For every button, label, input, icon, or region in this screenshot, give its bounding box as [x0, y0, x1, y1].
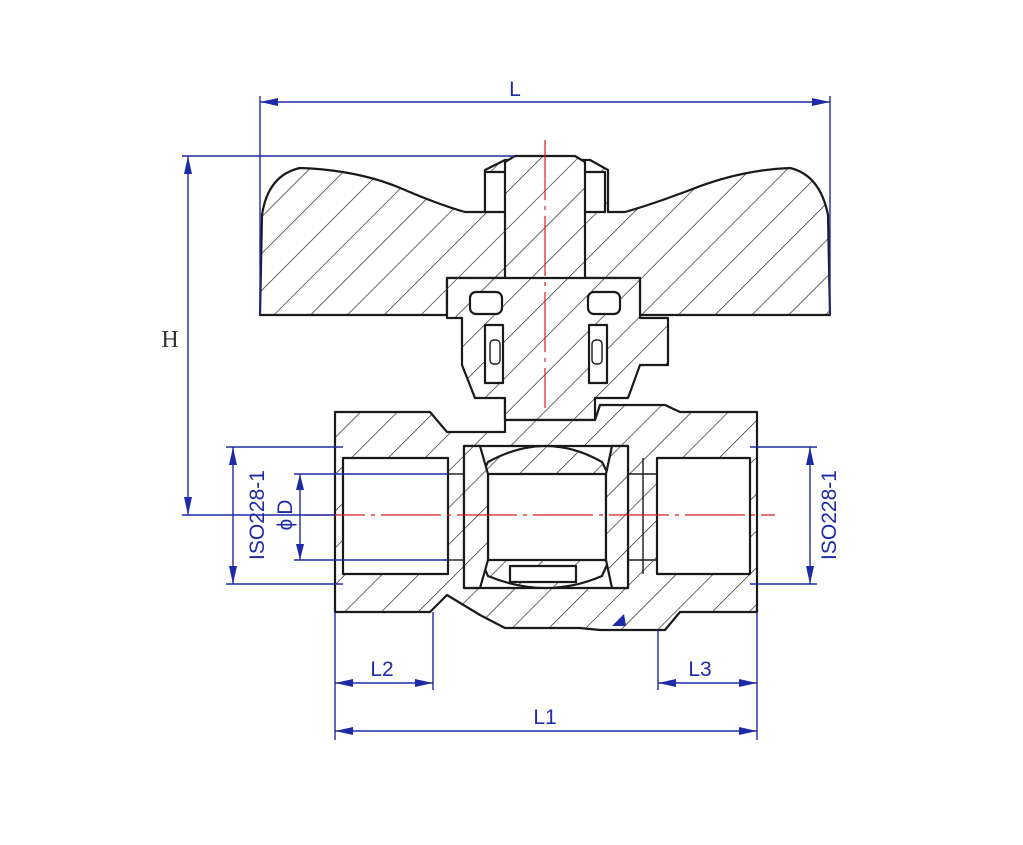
bonnet — [445, 276, 670, 422]
dimension-label-H: H — [161, 327, 178, 353]
dimension-L1: L1 — [335, 706, 757, 735]
dimension-L2: L2 — [334, 612, 434, 740]
diameter-symbol: ϕ — [274, 519, 297, 531]
dimension-thread-left: ISO228-1 — [226, 446, 343, 585]
centerlines — [305, 140, 775, 516]
valve-body — [333, 403, 759, 632]
thread-label-right: ISO228-1 — [818, 470, 841, 560]
dimension-thread-right: ISO228-1 — [750, 446, 841, 585]
thread-label-left: ISO228-1 — [246, 470, 269, 560]
diameter-letter: D — [274, 500, 297, 515]
dimension-label-L: L — [509, 78, 521, 101]
dimension-H: H — [161, 155, 515, 516]
dimension-label-L1: L1 — [533, 706, 556, 729]
dimension-label-L3: L3 — [688, 658, 711, 681]
dimension-L3: L3 — [657, 612, 758, 740]
dimension-L: L — [259, 78, 831, 315]
dimension-label-L2: L2 — [370, 658, 393, 681]
diameter-label-D: ϕD — [274, 500, 297, 531]
dimension-D: ϕD — [274, 473, 448, 561]
